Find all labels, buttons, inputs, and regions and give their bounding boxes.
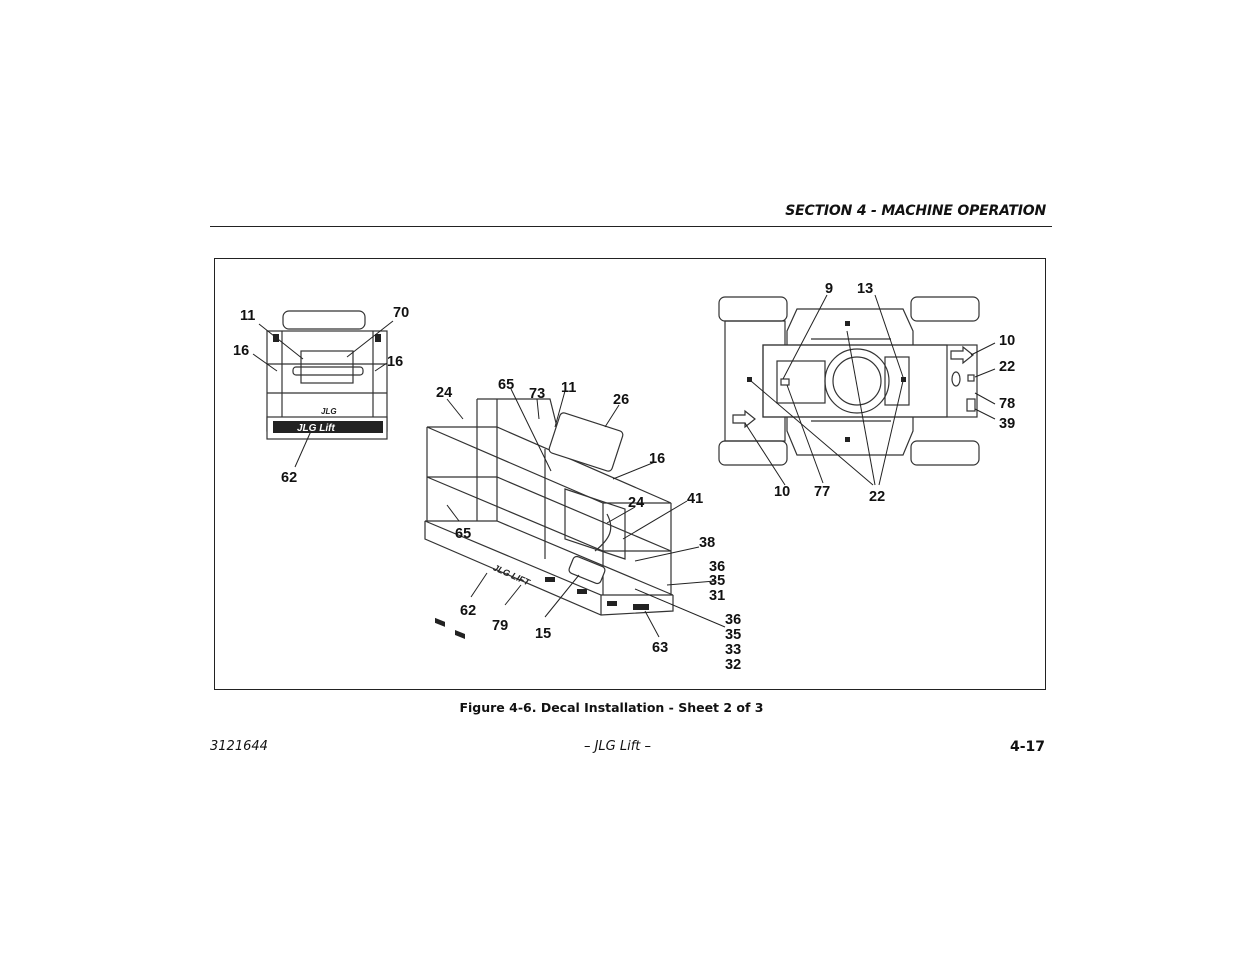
- callout-label: 11: [240, 308, 255, 324]
- callout-label: 41: [687, 491, 703, 507]
- footer-page-number: 4-17: [1009, 739, 1045, 755]
- callout-label: 22: [999, 359, 1015, 375]
- chassis-top-view: [718, 294, 996, 486]
- callout-label: 35: [709, 573, 725, 589]
- callout-label: 73: [529, 386, 545, 402]
- figure-caption-text: Figure 4-6. Decal Installation - Sheet 2…: [459, 700, 764, 715]
- callout-label: 79: [492, 618, 508, 634]
- platform-front-view: JLG JLG Lift: [252, 310, 394, 468]
- callout-label: 62: [281, 470, 297, 486]
- platform-isometric-view: JLG LIFT: [424, 388, 726, 640]
- callout-label: 78: [999, 396, 1015, 412]
- callout-label: 65: [455, 526, 471, 542]
- callout-label: 10: [999, 333, 1015, 349]
- callout-label: 13: [857, 281, 873, 297]
- section-title: SECTION 4 - MACHINE OPERATION: [785, 203, 1046, 219]
- figure-caption: Figure 4-6. Decal Installation - Sheet 2…: [0, 700, 1235, 715]
- callout-label: 70: [393, 305, 409, 321]
- callout-label: 77: [814, 484, 830, 500]
- callout-label: 24: [628, 495, 644, 511]
- decal-installation-drawing: JLG JLG Lift 11 70 16 16 62: [233, 281, 1015, 673]
- callout-label: 35: [725, 627, 741, 643]
- callout-label: 65: [498, 377, 514, 393]
- callout-label: 22: [869, 489, 885, 505]
- front-view-brand-decal: JLG Lift: [297, 423, 335, 434]
- callout-label: 10: [774, 484, 790, 500]
- callout-label: 32: [725, 657, 741, 673]
- callout-label: 36: [709, 559, 725, 575]
- figure-frame: JLG JLG Lift 11 70 16 16 62: [214, 258, 1046, 690]
- footer-brand: – JLG Lift –: [583, 739, 652, 754]
- callout-label: 24: [436, 385, 452, 401]
- callout-label: 11: [561, 380, 576, 396]
- callout-label: 33: [725, 642, 741, 658]
- callout-label: 26: [613, 392, 629, 408]
- callout-label: 16: [387, 354, 403, 370]
- callout-label: 62: [460, 603, 476, 619]
- callout-label: 38: [699, 535, 715, 551]
- page-header: SECTION 4 - MACHINE OPERATION: [210, 200, 1052, 227]
- callout-label: 16: [649, 451, 665, 467]
- footer-doc-number: 3121644: [210, 739, 268, 754]
- callout-label: 36: [725, 612, 741, 628]
- callout-label: 39: [999, 416, 1015, 432]
- callout-label: 15: [535, 626, 551, 642]
- platform-brand-decal: JLG LIFT: [492, 562, 533, 588]
- callout-label: 16: [233, 343, 249, 359]
- svg-text:JLG: JLG: [321, 407, 337, 416]
- callout-label: 31: [709, 588, 725, 604]
- callout-label: 63: [652, 640, 668, 656]
- callout-label: 9: [825, 281, 833, 297]
